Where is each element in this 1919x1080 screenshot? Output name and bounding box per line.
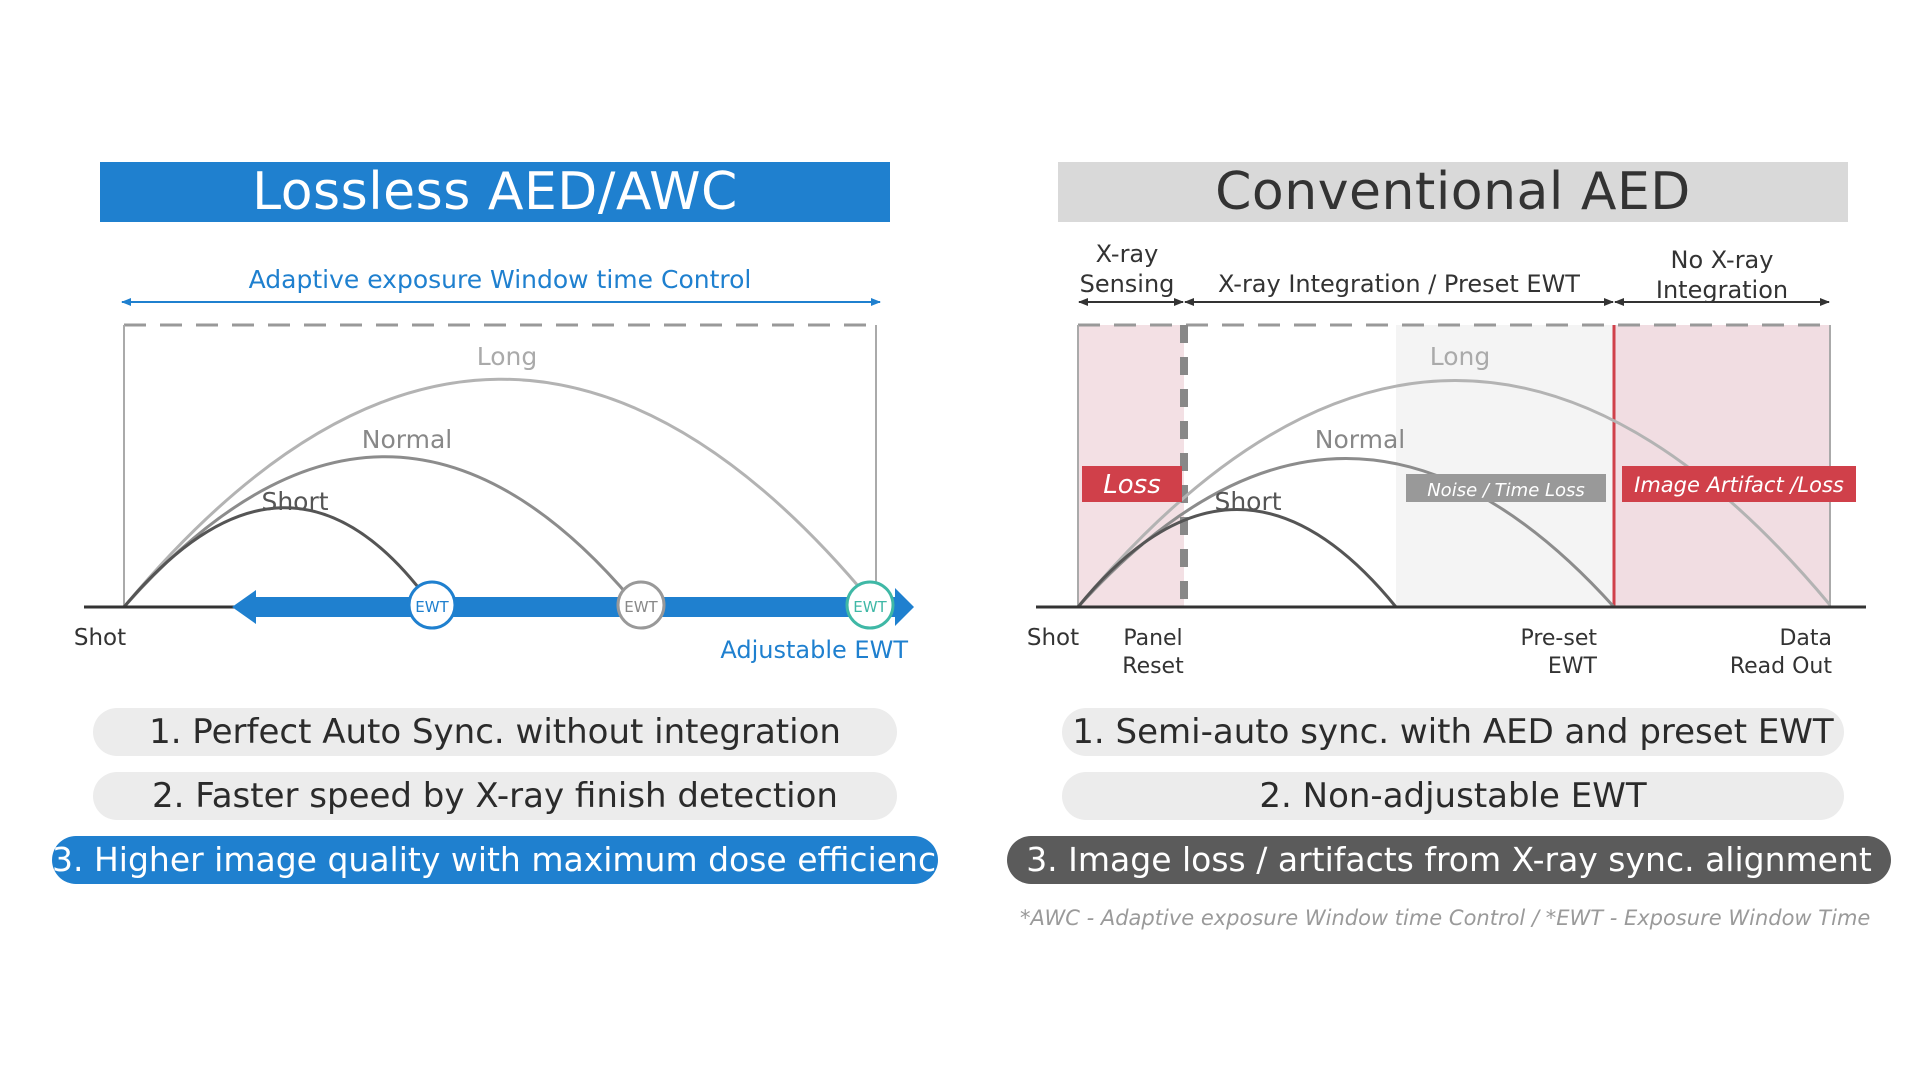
panel-reset-line2: Reset <box>1122 654 1184 679</box>
right-label-long: Long <box>1430 342 1491 371</box>
svg-text:Loss: Loss <box>1103 470 1160 500</box>
right-point-2: 2. Non-adjustable EWT <box>1062 772 1844 820</box>
ewt-marker-short: EWT <box>407 580 457 630</box>
left-curve-short <box>122 506 430 608</box>
phase-sensing-line1: X-ray <box>1096 240 1159 268</box>
left-label-normal: Normal <box>362 425 452 454</box>
left-label-short: Short <box>261 487 328 516</box>
left-diagram: Adaptive exposure Window time Control Lo… <box>74 265 914 664</box>
phase-no-integration-line2: Integration <box>1656 276 1788 304</box>
left-shot-label: Shot <box>74 625 126 651</box>
preset-ewt-line2: EWT <box>1548 654 1598 679</box>
right-shot-label: Shot <box>1027 625 1079 651</box>
footnote: *AWC - Adaptive exposure Window time Con… <box>1020 906 1871 930</box>
right-point-3-highlight: 3. Image loss / artifacts from X-ray syn… <box>1007 836 1891 884</box>
phase-sensing-line2: Sensing <box>1080 270 1175 298</box>
left-curve-long <box>122 377 872 608</box>
svg-text:EWT: EWT <box>624 598 658 616</box>
left-point-3-highlight: 3. Higher image quality with maximum dos… <box>52 836 938 884</box>
awc-subtitle: Adaptive exposure Window time Control <box>249 265 752 294</box>
svg-text:EWT: EWT <box>853 598 887 616</box>
svg-text:Image Artifact /Loss: Image Artifact /Loss <box>1634 473 1844 497</box>
right-panel-title: Conventional AED <box>1058 162 1848 222</box>
left-curve-normal <box>122 455 634 608</box>
left-label-long: Long <box>477 342 538 371</box>
data-read-out-line2: Read Out <box>1730 654 1833 679</box>
image-artifact-tag: Image Artifact /Loss <box>1622 466 1856 502</box>
loss-tag: Loss <box>1082 466 1182 502</box>
noise-zone <box>1396 325 1614 607</box>
ewt-marker-long: EWT <box>845 580 895 630</box>
phase-integration-label: X-ray Integration / Preset EWT <box>1218 270 1580 298</box>
adjustable-ewt-label: Adjustable EWT <box>720 636 908 664</box>
right-point-1: 1. Semi-auto sync. with AED and preset E… <box>1062 708 1844 756</box>
preset-ewt-line1: Pre-set <box>1520 626 1597 651</box>
right-curve-short <box>1076 508 1398 608</box>
svg-text:Noise / Time Loss: Noise / Time Loss <box>1427 480 1585 501</box>
left-point-2: 2. Faster speed by X-ray finish detectio… <box>93 772 897 820</box>
right-label-short: Short <box>1214 487 1281 516</box>
adjustable-ewt-arrow <box>232 588 914 626</box>
panel-reset-line1: Panel <box>1123 626 1182 651</box>
ewt-marker-normal: EWT <box>616 580 666 630</box>
left-point-1: 1. Perfect Auto Sync. without integratio… <box>93 708 897 756</box>
right-label-normal: Normal <box>1315 425 1405 454</box>
phase-no-integration-line1: No X-ray <box>1671 246 1774 274</box>
right-diagram: X-ray Sensing X-ray Integration / Preset… <box>1027 240 1866 679</box>
data-read-out-line1: Data <box>1779 626 1832 651</box>
noise-time-loss-tag: Noise / Time Loss <box>1406 474 1606 502</box>
svg-text:EWT: EWT <box>415 598 449 616</box>
left-panel-title: Lossless AED/AWC <box>100 162 890 222</box>
